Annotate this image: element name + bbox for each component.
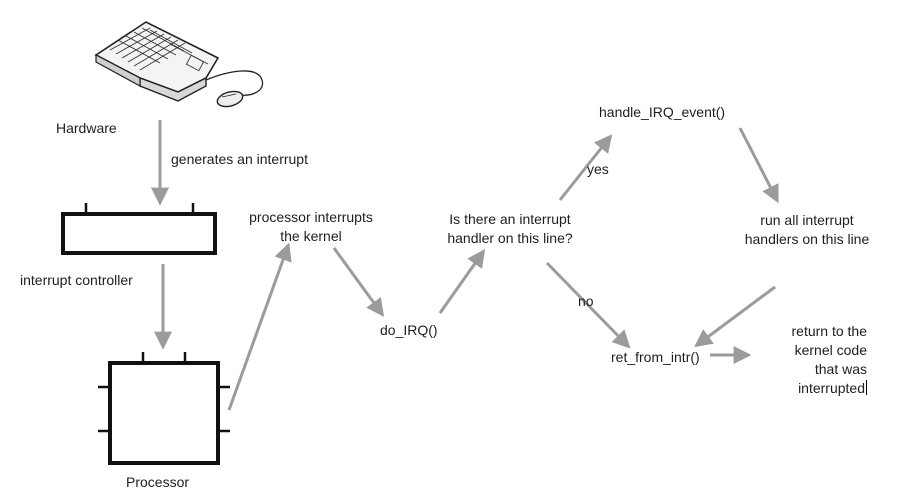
do-irq-label: do_IRQ() (380, 322, 438, 338)
return-to-kernel-line-3: that was (814, 361, 867, 377)
arrow-run-to-ret (694, 285, 776, 348)
keyboard-icon (94, 21, 264, 108)
interrupt-controller-label: interrupt controller (20, 272, 133, 288)
handler-question-line-1: Is there an interrupt (449, 211, 571, 227)
generates-interrupt-label: generates an interrupt (171, 151, 308, 167)
no-label: no (578, 293, 594, 309)
yes-label: yes (587, 161, 609, 177)
arrow-decision-yes (558, 134, 613, 201)
arrow-kernel-to-do-irq (332, 247, 385, 317)
run-all-handlers-label: run all interrupt handlers on this line (745, 211, 870, 249)
ret-from-intr-label: ret_from_intr() (611, 349, 700, 365)
processor-chip (98, 352, 230, 465)
return-to-kernel-label: return to the kernel code that was inter… (747, 322, 867, 398)
processor-interrupts-line-2: the kernel (280, 228, 342, 244)
text-cursor (866, 380, 867, 395)
return-to-kernel-line-4: interrupted (798, 380, 865, 396)
handler-question-line-2: handler on this line? (447, 230, 573, 246)
arrow-processor-to-kernel (227, 242, 292, 411)
interrupt-controller-box (61, 203, 217, 255)
return-to-kernel-line-1: return to the (791, 323, 868, 339)
handle-irq-event-label: handle_IRQ_event() (599, 104, 726, 120)
run-all-handlers-line-1: run all interrupt (760, 212, 854, 228)
return-to-kernel-line-2: kernel code (794, 342, 867, 358)
processor-interrupts-label: processor interrupts the kernel (249, 208, 373, 246)
run-all-handlers-line-2: handlers on this line (744, 231, 870, 247)
handler-question-label: Is there an interrupt handler on this li… (447, 210, 572, 248)
arrow-decision-no (545, 261, 631, 349)
hardware-label: Hardware (56, 120, 117, 136)
arrow-do-irq-to-decision (438, 249, 486, 314)
arrow-handle-to-run (738, 127, 779, 204)
processor-label: Processor (126, 474, 190, 490)
processor-interrupts-line-1: processor interrupts (249, 209, 373, 225)
